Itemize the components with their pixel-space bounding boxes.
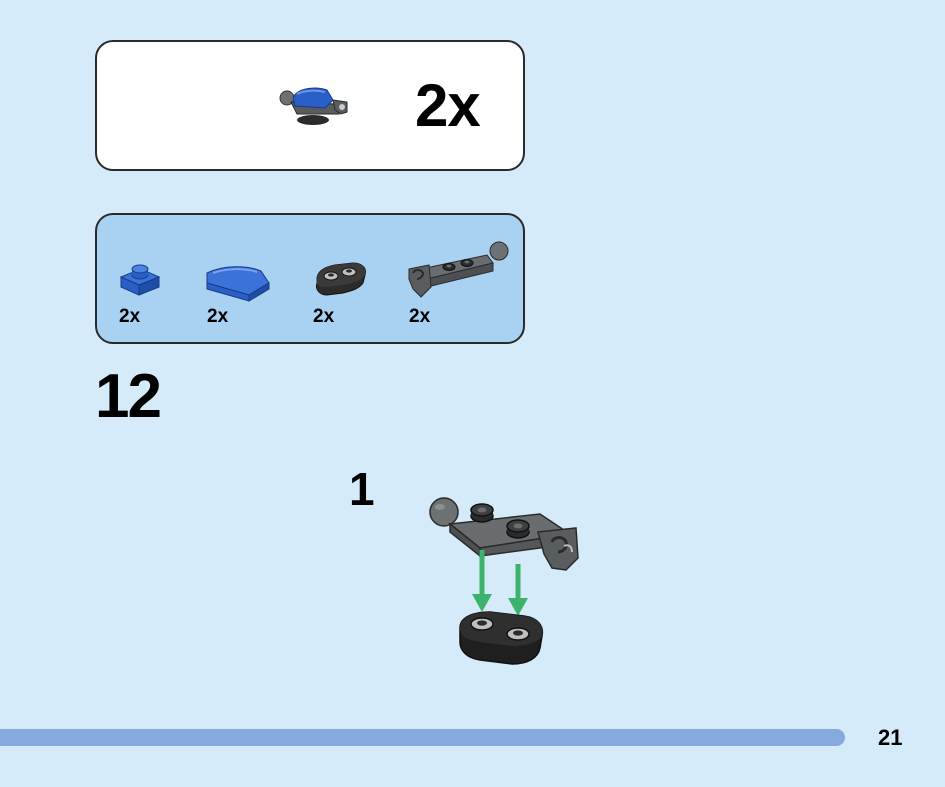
assembly-arrow-icon	[472, 550, 528, 616]
substep-number: 1	[349, 463, 375, 515]
dark-grey-plate-ball-clip-icon	[448, 503, 579, 571]
page-number: 21	[878, 725, 903, 750]
part-qty: 2x	[207, 306, 229, 327]
submodel-callout: 2x	[95, 40, 525, 171]
dark-grey-plate-ball-clip-icon	[405, 239, 509, 303]
blue-curved-plate-assembly-icon	[275, 80, 355, 130]
black-plate-1x2-rounded-icon	[459, 611, 544, 665]
black-plate-1x2-rounded-icon	[311, 259, 369, 299]
ball-joint-icon	[429, 497, 459, 527]
blue-plate-1x1-icon	[117, 263, 163, 299]
progress-bar	[0, 729, 845, 746]
part-qty: 2x	[409, 306, 431, 327]
part-qty: 2x	[119, 306, 141, 327]
build-illustration	[420, 488, 590, 673]
submodel-count: 2x	[415, 72, 481, 139]
parts-list: 2x 2x 2x	[95, 213, 525, 344]
part-qty: 2x	[313, 306, 335, 327]
blue-curved-slope-icon	[203, 261, 273, 303]
step-number: 12	[95, 362, 162, 431]
